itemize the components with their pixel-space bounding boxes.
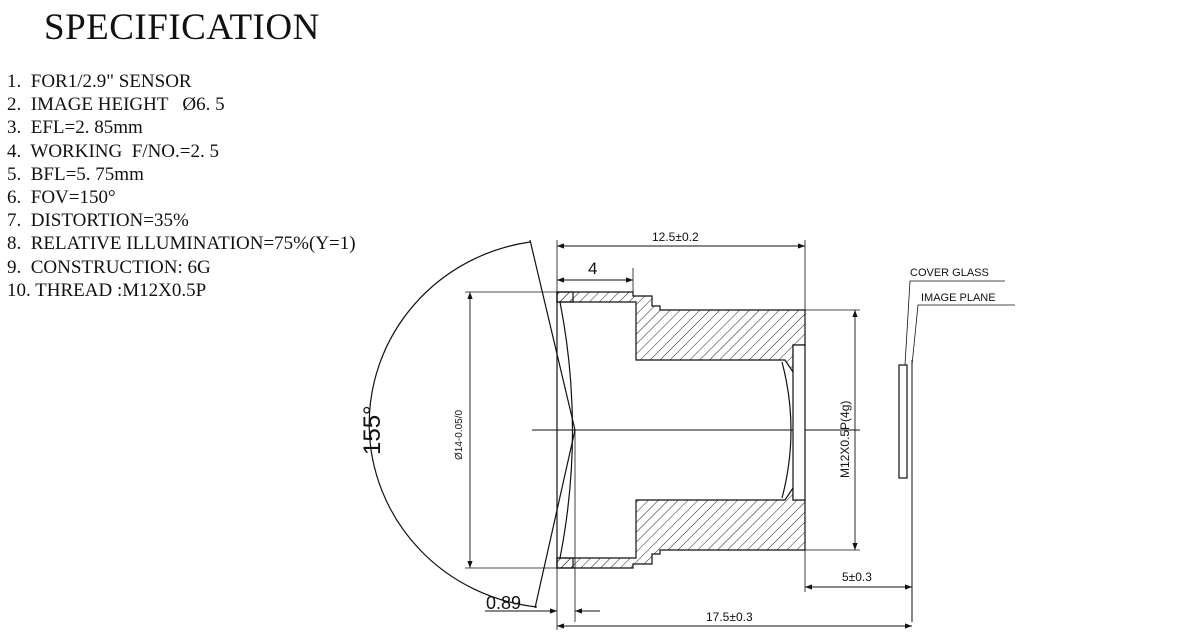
dim-front: 4 [588,259,597,278]
dim-offset: 0.89 [486,593,521,613]
fov-angle: 155° [359,405,386,455]
spec-item: 1. FOR1/2.9" SENSOR [7,71,192,92]
spec-item: 3. EFL=2. 85mm [7,117,143,139]
cover-glass [898,364,908,479]
spec-item: 6. FOV=150° [7,187,116,209]
page-title: SPECIFICATION [44,7,320,48]
fov-arc [368,241,538,608]
dim-diameter: Ø14-0.05/0 [454,410,465,460]
spec-item: 4. WORKING F/NO.=2. 5 [7,140,219,162]
dim-thread: M12X0.5P(4g) [838,401,852,478]
barrel-top [556,291,806,374]
label-cover-glass: COVER GLASS [910,267,989,279]
fov-ray-top [529,239,576,431]
front-lens [559,301,574,559]
dim-total: 17.5±0.3 [706,610,753,624]
rear-recess [792,344,806,501]
spec-item: 2. IMAGE HEIGHT Ø6. 5 [7,94,225,116]
front-ring-top [556,291,574,303]
spec-item: 10. THREAD :M12X0.5P [7,279,207,301]
spec-item: 8. RELATIVE ILLUMINATION=75%(Y=1) [7,233,356,255]
dim-length: 12.5±0.2 [652,230,699,244]
spec-item: 7. DISTORTION=35% [7,210,189,232]
dim-back: 5±0.3 [842,570,872,584]
fov-ray-bottom [534,429,576,609]
spec-list: 1. FOR1/2.9" SENSOR 2. IMAGE HEIGHT Ø6. … [7,70,356,302]
spec-item: 9. CONSTRUCTION: 6G [7,256,211,278]
barrel-bottom [556,486,806,569]
rear-lens [781,361,792,499]
spec-item: 5. BFL=5. 75mm [7,163,144,185]
front-ring-bottom [556,557,574,569]
label-image-plane: IMAGE PLANE [921,292,996,304]
